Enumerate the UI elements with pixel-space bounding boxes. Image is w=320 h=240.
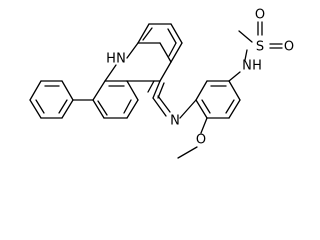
acridine-ring-lower	[92, 80, 139, 119]
aniline-ring	[195, 80, 241, 119]
imine-bond	[152, 95, 171, 117]
ring-nh-h-label: H	[106, 52, 116, 67]
phenyl-ring	[29, 80, 74, 119]
ring-nh-n-label: N	[116, 52, 126, 67]
acridine-ring-central	[104, 42, 172, 99]
sulfonamide-group	[228, 21, 283, 82]
methoxy-o-label: O	[196, 133, 206, 148]
methoxy-group	[177, 117, 208, 159]
sulfonyl-o-right-label: O	[284, 40, 294, 55]
sulfur-label: S	[256, 40, 264, 55]
sulfonamide-n-label: N	[242, 59, 252, 74]
acridine-ring-upper	[137, 23, 183, 63]
sulfonamide-h-label: H	[252, 59, 262, 74]
chemical-structure-diagram: H N N O N H S O O	[29, 8, 294, 159]
imine-n-label: N	[170, 114, 180, 129]
sulfonyl-o-top-label: O	[255, 8, 265, 23]
n-aryl-bond	[179, 99, 197, 119]
